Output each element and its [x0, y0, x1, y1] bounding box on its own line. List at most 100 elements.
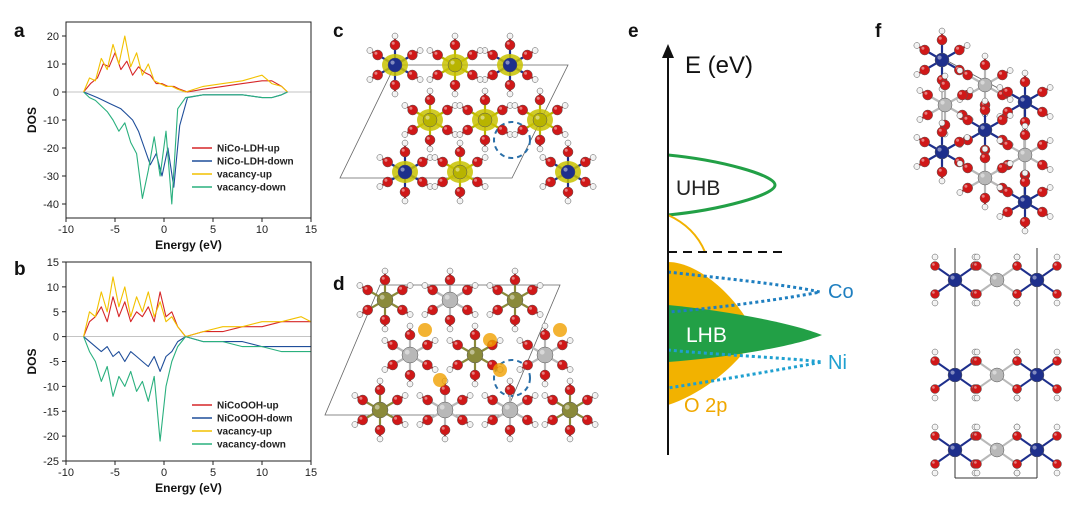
metal-atom-highlight	[980, 80, 985, 85]
oxygen-atom	[472, 176, 483, 188]
oxygen-atom-highlight	[1054, 358, 1057, 361]
metal-atom-highlight	[450, 60, 455, 65]
hydrogen-atom	[938, 177, 946, 185]
hydrogen-atom-highlight	[513, 327, 515, 329]
hydrogen-atom	[539, 154, 547, 161]
metal-atom	[401, 346, 419, 364]
oxygen-atom-highlight	[376, 386, 380, 390]
metal-atom	[447, 57, 463, 73]
metal-atom	[1029, 272, 1045, 288]
hydrogen-atom	[536, 145, 544, 153]
oxygen-atom-highlight	[439, 178, 443, 182]
hydrogen-atom-highlight	[983, 205, 985, 207]
oxygen-atom	[467, 69, 478, 81]
oxygen-atom-highlight	[374, 71, 378, 75]
hydrogen-atom-highlight	[453, 92, 455, 94]
oxygen-atom-highlight	[376, 426, 380, 430]
hydrogen-atom-highlight	[483, 155, 485, 158]
metal-atom	[1017, 147, 1033, 163]
oxygen-atom	[362, 304, 373, 316]
hydrogen-atom	[973, 348, 981, 356]
oxygen-atom	[517, 124, 528, 136]
hydrogen-atom-highlight	[1048, 114, 1050, 117]
hydrogen-atom-highlight	[538, 89, 540, 91]
oxygen-atom	[1002, 86, 1013, 98]
oxygen-atom	[545, 176, 556, 188]
oxygen-atom	[457, 414, 468, 426]
hydrogen-atom	[381, 366, 389, 373]
metal-atom	[977, 170, 993, 186]
oxygen-atom	[539, 369, 551, 381]
metal-atom-highlight	[950, 370, 955, 375]
oxygen-atom-highlight	[406, 331, 410, 335]
oxygen-atom-highlight	[454, 361, 458, 365]
metal-atom-highlight	[439, 404, 445, 410]
hydrogen-atom	[564, 139, 572, 147]
oxygen-atom	[564, 384, 576, 396]
oxygen-atom	[972, 261, 982, 271]
oxygen-atom-highlight	[489, 71, 493, 75]
hydrogen-atom	[471, 380, 479, 388]
x-tick-label: -10	[58, 467, 74, 479]
hydrogen-atom	[416, 76, 424, 83]
hydrogen-atom-highlight	[403, 393, 405, 396]
hydrogen-atom	[426, 76, 434, 83]
oxygen-atom	[1012, 261, 1022, 271]
y-tick-label: 0	[53, 87, 59, 99]
hydrogen-atom	[1013, 253, 1021, 261]
hydrogen-atom-highlight	[997, 214, 1000, 217]
oxygen-atom-highlight	[974, 433, 977, 436]
oxygen-atom-highlight	[409, 106, 413, 110]
series-line-vacancy-up	[83, 35, 288, 93]
oxygen-atom	[997, 114, 1008, 126]
oxygen-atom	[1012, 384, 1022, 394]
hydrogen-atom	[426, 87, 434, 95]
oxygen-atom	[427, 284, 438, 296]
hydrogen-atom	[406, 322, 414, 330]
oxygen-atom	[936, 34, 948, 46]
oxygen-atom-highlight	[938, 76, 942, 80]
hydrogen-atom-highlight	[427, 77, 430, 80]
hydrogen-atom-highlight	[933, 396, 935, 398]
oxygen-atom	[407, 69, 418, 81]
hydrogen-atom	[1013, 423, 1021, 431]
oxygen-atom	[522, 69, 533, 81]
hydrogen-atom	[1006, 67, 1014, 74]
hydrogen-atom	[481, 145, 489, 153]
oxygen-atom-highlight	[506, 426, 510, 430]
hydrogen-atom	[481, 421, 489, 428]
oxygen-atom-highlight	[511, 316, 515, 320]
y-tick-label: -20	[43, 143, 59, 155]
hydrogen-atom	[938, 119, 946, 127]
hydrogen-atom-highlight	[568, 437, 570, 439]
hydrogen-atom-highlight	[482, 77, 485, 80]
oxygen-atom-highlight	[999, 164, 1003, 168]
hydrogen-atom-highlight	[957, 113, 960, 116]
hydrogen-atom-highlight	[473, 283, 475, 286]
hydrogen-atom-highlight	[453, 103, 455, 106]
uhb-curve	[667, 153, 777, 217]
hydrogen-atom-highlight	[357, 283, 360, 286]
hydrogen-atom-highlight	[508, 132, 510, 135]
panel-label-b: b	[14, 259, 26, 280]
hydrogen-atom-highlight	[403, 199, 405, 201]
hydrogen-atom-highlight	[382, 338, 385, 341]
oxygen-atom-highlight	[391, 81, 395, 85]
hydrogen-atom	[931, 469, 939, 477]
oxygen-atom	[534, 134, 546, 146]
x-tick-label: 15	[305, 224, 317, 236]
hydrogen-atom-highlight	[543, 382, 545, 384]
oxygen-atom-highlight	[399, 306, 403, 310]
hydrogen-atom	[566, 377, 574, 385]
oxygen-atom-highlight	[1021, 218, 1025, 222]
hydrogen-atom-highlight	[940, 179, 942, 181]
oxygen-atom	[462, 104, 473, 116]
lhb-label: LHB	[686, 324, 727, 347]
oxygen-atom-highlight	[519, 126, 523, 130]
hydrogen-atom-highlight	[352, 422, 355, 425]
hydrogen-atom	[931, 348, 939, 356]
y-tick-label: -15	[43, 406, 59, 418]
oxygen-atom-highlight	[489, 51, 493, 55]
panel-label-e: e	[628, 21, 639, 42]
oxygen-atom	[417, 156, 428, 168]
